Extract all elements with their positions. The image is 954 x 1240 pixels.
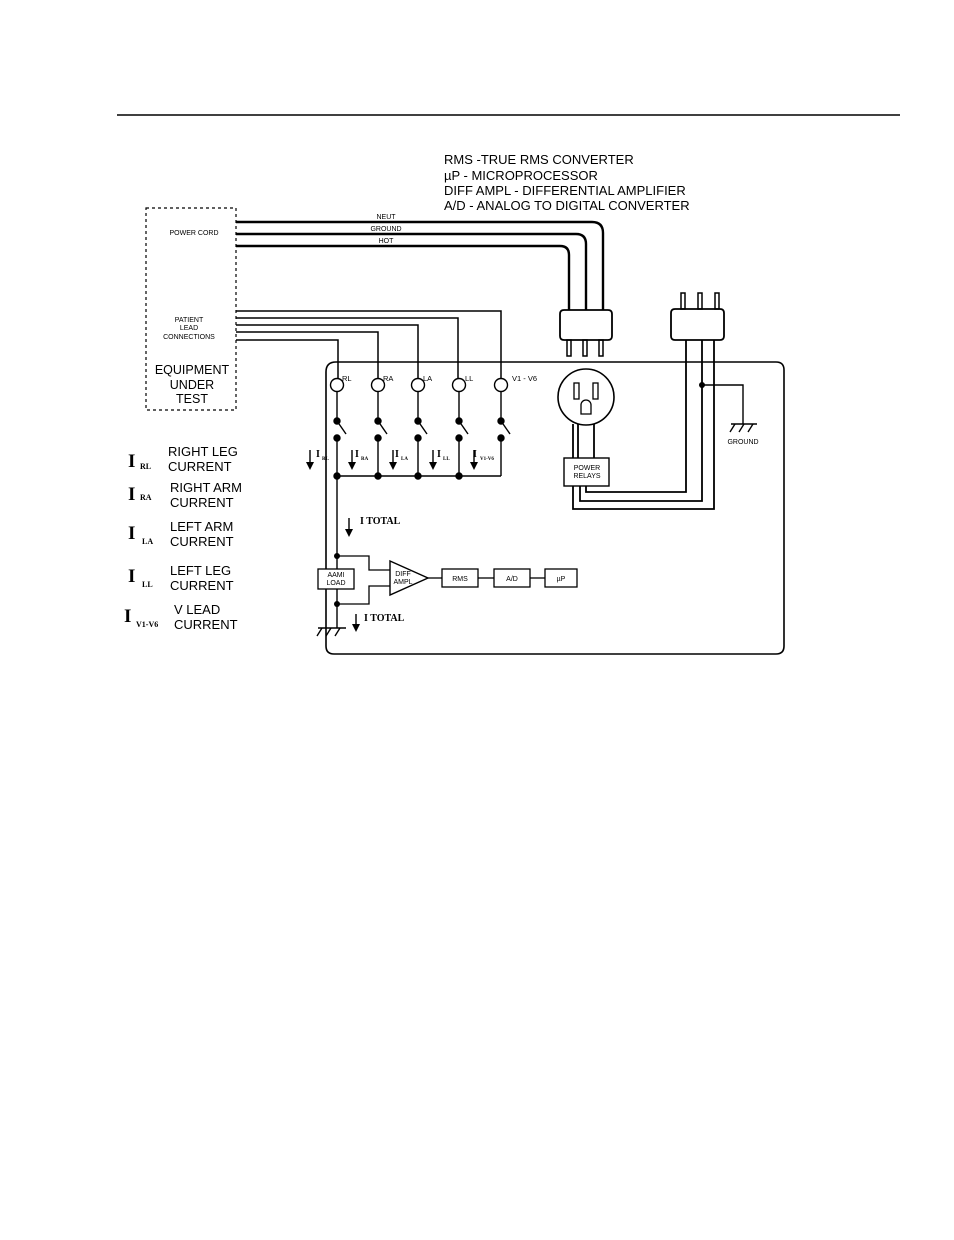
legend-entry: I LA LEFT ARM CURRENT xyxy=(128,519,234,549)
test-receptacle xyxy=(557,368,615,426)
equipment-under-test-title: EQUIPMENT UNDER TEST xyxy=(155,363,230,406)
legend-entry: I RA RIGHT ARM CURRENT xyxy=(128,480,242,510)
patient-lead-line: CONNECTIONS xyxy=(163,334,215,341)
current-sub-la: LA xyxy=(401,457,408,462)
power-cord-label: POWER CORD xyxy=(170,230,219,237)
legend-entry: I RL RIGHT LEG CURRENT xyxy=(128,444,238,474)
current-sub-v1-v6: V1-V6 xyxy=(480,457,494,462)
legend-line: CURRENT xyxy=(170,578,234,593)
terminal-ll xyxy=(451,377,467,393)
mains-plug xyxy=(670,292,725,341)
patient-lead-wires xyxy=(236,310,502,378)
terminal-la xyxy=(410,377,426,393)
microprocessor-block xyxy=(544,568,578,588)
neut-wire xyxy=(236,220,605,310)
analyzer-enclosure xyxy=(325,361,785,655)
abbreviation-rms: RMS -TRUE RMS CONVERTER xyxy=(444,152,634,167)
switch-to-bus-lines xyxy=(333,438,502,628)
diff-ampl-block xyxy=(389,559,430,597)
power-relays-line: RELAYS xyxy=(573,473,600,480)
aami-load-block xyxy=(317,568,355,590)
i-total-label-upper: I TOTAL xyxy=(360,516,401,527)
lead-label-rl: RL xyxy=(342,374,352,383)
total-current-indicators xyxy=(345,518,360,632)
legend-subscript: V1-V6 xyxy=(136,620,158,629)
legend-line: CURRENT xyxy=(168,459,232,474)
current-symbol-v1-v6: I xyxy=(473,449,477,460)
lead-label-la: LA xyxy=(423,374,432,383)
legend-subscript: LL xyxy=(142,580,153,589)
power-cord-wires xyxy=(236,220,605,310)
current-sub-rl: RL xyxy=(322,457,330,462)
legend-symbol: I xyxy=(128,566,135,587)
eut-title-line: UNDER xyxy=(170,378,214,392)
lead-switches xyxy=(333,392,511,442)
power-relays-line: POWER xyxy=(574,465,600,472)
legend-subscript: LA xyxy=(142,537,153,546)
hot-label: HOT xyxy=(379,238,395,245)
abbreviation-up: µP - MICROPROCESSOR xyxy=(444,168,598,183)
legend-symbol: I xyxy=(128,523,135,544)
neut-label: NEUT xyxy=(376,214,396,221)
diff-ampl-line: DIFF xyxy=(395,571,411,578)
patient-lead-label: PATIENT LEAD CONNECTIONS xyxy=(163,317,215,341)
legend-line: RIGHT LEG xyxy=(168,444,238,459)
hot-wire xyxy=(236,244,571,310)
current-symbol-ll: I xyxy=(437,449,441,460)
terminal-v1-v6 xyxy=(493,377,509,393)
up-label: µP xyxy=(557,576,566,583)
legend-line: LEFT ARM xyxy=(170,519,233,534)
terminal-rl xyxy=(329,377,345,393)
legend-line: RIGHT ARM xyxy=(170,480,242,495)
legend-line: V LEAD xyxy=(174,602,220,617)
measurement-chain xyxy=(317,553,578,607)
ground-label: GROUND xyxy=(727,439,758,446)
legend-symbol: I xyxy=(124,606,131,627)
legend-subscript: RA xyxy=(140,493,152,502)
lead-terminals xyxy=(329,377,509,393)
lead-label-ra: RA xyxy=(383,374,393,383)
rms-label: RMS xyxy=(452,576,468,583)
abbreviation-list: RMS -TRUE RMS CONVERTER µP - MICROPROCES… xyxy=(444,152,690,213)
current-symbol-rl: I xyxy=(316,449,320,460)
ground-wire-label: GROUND xyxy=(370,226,401,233)
legend-entry: I LL LEFT LEG CURRENT xyxy=(128,563,234,593)
legend-line: CURRENT xyxy=(170,495,234,510)
legend-symbol: I xyxy=(128,484,135,505)
power-relays-block xyxy=(563,457,610,487)
aami-load-line: AAMI xyxy=(327,572,344,579)
legend-line: LEFT LEG xyxy=(170,563,231,578)
aami-load-line: LOAD xyxy=(326,580,345,587)
current-sub-ll: LL xyxy=(443,457,450,462)
equipment-under-test-box xyxy=(145,207,237,411)
legend-line: CURRENT xyxy=(174,617,238,632)
abbreviation-diff-ampl: DIFF AMPL - DIFFERENTIAL AMPLIFIER xyxy=(444,183,686,198)
current-symbol-la: I xyxy=(395,449,399,460)
eut-title-line: EQUIPMENT xyxy=(155,363,230,377)
lead-label-ll: LL xyxy=(465,374,473,383)
legend-subscript: RL xyxy=(140,462,151,471)
input-plug xyxy=(559,309,613,357)
eut-title-line: TEST xyxy=(176,392,208,406)
patient-lead-line: LEAD xyxy=(180,325,198,332)
legend-symbol: I xyxy=(128,451,135,472)
terminal-ra xyxy=(370,377,386,393)
ground-wire xyxy=(236,232,588,310)
i-total-label-lower: I TOTAL xyxy=(364,613,405,624)
diff-ampl-line: AMPL xyxy=(393,579,412,586)
ad-label: A/D xyxy=(506,576,518,583)
lead-current-indicators xyxy=(306,450,478,470)
legend-line: CURRENT xyxy=(170,534,234,549)
current-symbol-ra: I xyxy=(355,449,359,460)
chassis-ground-symbol xyxy=(316,627,346,637)
patient-lead-line: PATIENT xyxy=(175,317,204,324)
abbreviation-ad: A/D - ANALOG TO DIGITAL CONVERTER xyxy=(444,198,690,213)
legend-entry: I V1-V6 V LEAD CURRENT xyxy=(124,602,238,632)
lead-label-v1-v6: V1 - V6 xyxy=(512,374,537,383)
current-sub-ra: RA xyxy=(361,457,369,462)
current-legend: I RL RIGHT LEG CURRENT I RA RIGHT ARM CU… xyxy=(124,444,242,632)
earth-ground xyxy=(699,382,757,433)
